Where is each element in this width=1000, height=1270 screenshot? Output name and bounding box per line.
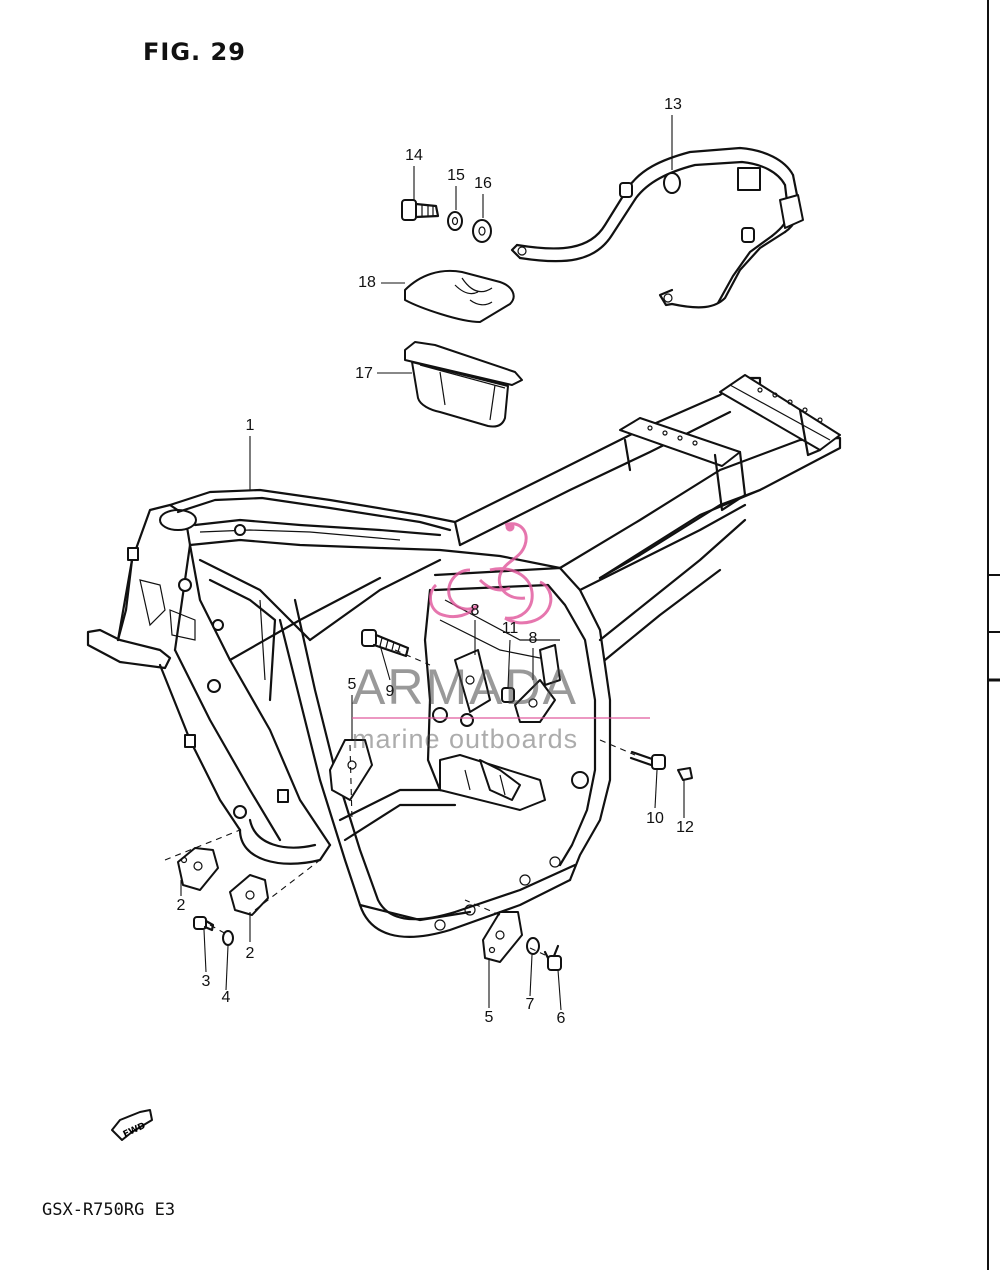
callout-8b: 8	[528, 630, 538, 647]
figure-title: FIG. 29	[143, 38, 246, 66]
engine-mount-brackets	[329, 644, 561, 801]
part-18-tool-bag	[404, 269, 515, 323]
callout-7: 7	[525, 996, 535, 1013]
part-9-bolt	[361, 629, 410, 658]
part-1-main-frame	[86, 374, 842, 938]
watermark-brand: ARMADA	[352, 659, 578, 715]
callout-9: 9	[385, 683, 395, 700]
callout-17: 17	[355, 365, 373, 382]
callout-leaders	[180, 115, 685, 1011]
callout-12: 12	[676, 819, 694, 836]
callout-8a: 8	[470, 602, 480, 619]
callout-2b: 2	[245, 945, 255, 962]
callout-2a: 2	[176, 897, 186, 914]
part-13-seat-rail	[510, 146, 804, 309]
callout-1: 1	[245, 417, 255, 434]
part-2-brackets	[177, 847, 269, 916]
part-14-16-fasteners	[401, 199, 492, 243]
part-17-tray	[404, 341, 523, 428]
callout-18: 18	[358, 274, 376, 291]
callout-15: 15	[447, 167, 465, 184]
callout-11: 11	[501, 620, 519, 637]
callout-5a: 5	[347, 676, 357, 693]
fwd-arrow-icon: FWD	[111, 1109, 153, 1141]
model-code: GSX-R750RG E3	[42, 1200, 176, 1220]
callout-5b: 5	[484, 1009, 494, 1026]
armada-logo-icon	[429, 522, 553, 625]
callout-3: 3	[201, 973, 211, 990]
callout-13: 13	[664, 96, 682, 113]
part-3-4-fasteners	[193, 916, 234, 946]
callout-14: 14	[405, 147, 423, 164]
callout-10: 10	[646, 810, 664, 827]
part-10-12-fasteners	[629, 750, 693, 781]
part-5-7-6-lower	[482, 911, 562, 971]
watermark-tagline: marine outboards	[352, 724, 579, 754]
callout-16: 16	[474, 175, 492, 192]
callout-4: 4	[221, 989, 231, 1006]
assembly-guide-lines	[164, 649, 636, 956]
callout-6: 6	[556, 1010, 566, 1027]
